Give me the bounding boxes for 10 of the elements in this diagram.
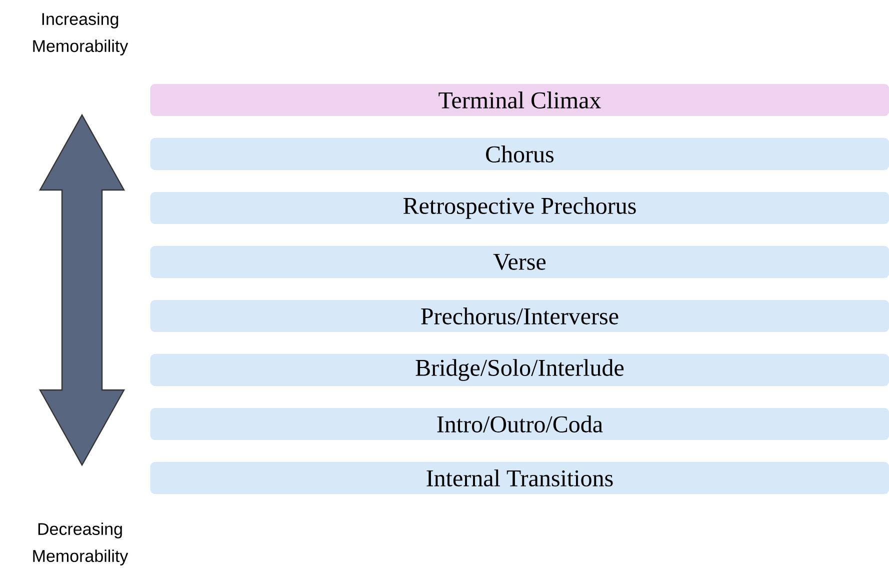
bar: Intro/Outro/Coda <box>150 408 889 440</box>
bar: Prechorus/Interverse <box>150 300 889 332</box>
bar: Verse <box>150 246 889 278</box>
bar: Chorus <box>150 138 889 170</box>
bar: Bridge/Solo/Interlude <box>150 354 889 386</box>
bar: Retrospective Prechorus <box>150 192 889 224</box>
axis-label: Decreasing Memorability <box>33 522 128 566</box>
axis-label: Increasing Memorability <box>33 12 128 56</box>
bar: Internal Transitions <box>150 462 889 494</box>
bar: Terminal Climax <box>150 84 889 116</box>
